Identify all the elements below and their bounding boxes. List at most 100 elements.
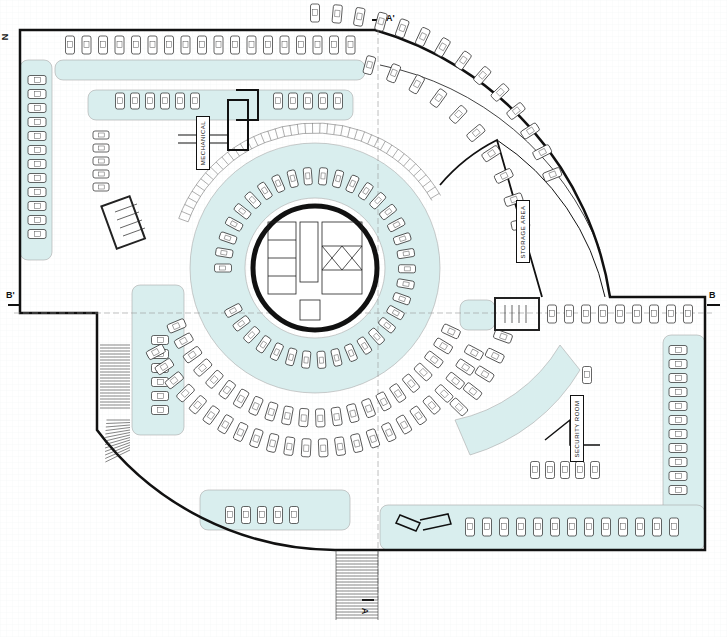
car-body bbox=[264, 36, 273, 54]
car-roof bbox=[261, 187, 268, 194]
car-roof bbox=[244, 512, 249, 518]
car-roof bbox=[220, 266, 226, 270]
step bbox=[336, 594, 378, 595]
car-roof bbox=[548, 467, 553, 473]
car-roof bbox=[652, 310, 657, 316]
car bbox=[602, 518, 611, 536]
car-roof bbox=[487, 150, 495, 158]
car-roof bbox=[233, 41, 238, 47]
car-body bbox=[243, 326, 261, 344]
car-body bbox=[218, 380, 236, 400]
car-body bbox=[116, 93, 125, 109]
car bbox=[346, 36, 355, 54]
car-roof bbox=[292, 512, 297, 518]
car bbox=[454, 50, 472, 70]
car-roof bbox=[366, 61, 372, 68]
car-body bbox=[466, 124, 486, 142]
car-body bbox=[483, 518, 492, 536]
car-roof bbox=[117, 41, 122, 47]
car-body bbox=[548, 305, 557, 323]
car-roof bbox=[675, 390, 681, 395]
room-wall bbox=[228, 90, 258, 150]
step bbox=[100, 387, 130, 388]
car bbox=[636, 518, 645, 536]
car bbox=[66, 36, 75, 54]
car bbox=[494, 168, 514, 184]
car bbox=[274, 507, 283, 524]
car-roof bbox=[393, 221, 400, 227]
step bbox=[100, 354, 130, 355]
car-body bbox=[287, 170, 299, 188]
car-body bbox=[463, 382, 483, 400]
car-body bbox=[616, 305, 625, 323]
car bbox=[247, 36, 256, 54]
car-body bbox=[330, 36, 339, 54]
car-roof bbox=[485, 523, 490, 529]
car-roof bbox=[601, 310, 606, 316]
car-body bbox=[152, 406, 169, 415]
car-roof bbox=[101, 41, 106, 47]
car bbox=[350, 433, 363, 453]
car-roof bbox=[321, 445, 326, 452]
car bbox=[202, 405, 220, 425]
car-body bbox=[493, 329, 513, 344]
car-roof bbox=[229, 308, 236, 314]
car bbox=[485, 348, 505, 364]
car-roof bbox=[675, 362, 681, 367]
car bbox=[233, 203, 251, 220]
car-roof bbox=[238, 320, 245, 327]
car-roof bbox=[373, 333, 380, 340]
step bbox=[336, 618, 378, 619]
car bbox=[93, 157, 109, 165]
car-body bbox=[299, 408, 309, 427]
car-body bbox=[198, 36, 207, 54]
car-body bbox=[193, 358, 212, 377]
car bbox=[248, 396, 263, 416]
car-body bbox=[264, 402, 278, 422]
car bbox=[379, 204, 397, 221]
car-body bbox=[334, 437, 345, 456]
step bbox=[336, 603, 378, 604]
car-roof bbox=[419, 33, 426, 41]
car-body bbox=[565, 305, 574, 323]
car bbox=[226, 507, 235, 524]
car-roof bbox=[407, 380, 415, 388]
car bbox=[152, 392, 169, 401]
car-roof bbox=[332, 41, 337, 47]
car-body bbox=[99, 36, 108, 54]
car-roof bbox=[672, 523, 677, 529]
car-body bbox=[449, 105, 468, 124]
car bbox=[633, 305, 642, 323]
car-roof bbox=[675, 446, 681, 451]
car bbox=[193, 358, 212, 377]
car bbox=[146, 93, 155, 109]
car-body bbox=[422, 395, 441, 415]
car-body bbox=[233, 203, 251, 220]
car-body bbox=[176, 93, 185, 109]
car-body bbox=[532, 144, 552, 160]
car-body bbox=[249, 428, 263, 448]
step bbox=[336, 573, 378, 574]
car bbox=[669, 346, 687, 355]
car-body bbox=[28, 104, 46, 113]
car-roof bbox=[399, 24, 406, 32]
car-body bbox=[356, 336, 372, 355]
car-roof bbox=[570, 523, 575, 529]
car-roof bbox=[472, 129, 480, 137]
step-edge bbox=[336, 550, 337, 620]
car-body bbox=[167, 318, 187, 333]
car-roof bbox=[675, 432, 681, 437]
car-roof bbox=[315, 41, 320, 47]
car-body bbox=[669, 472, 687, 481]
car bbox=[667, 305, 676, 323]
car bbox=[233, 389, 250, 409]
car-roof bbox=[193, 98, 198, 104]
car-roof bbox=[306, 98, 311, 104]
car-body bbox=[494, 168, 514, 184]
car-roof bbox=[239, 208, 246, 215]
car bbox=[506, 102, 526, 120]
step bbox=[107, 420, 130, 421]
car-roof bbox=[578, 467, 583, 473]
car-body bbox=[375, 391, 391, 411]
car-roof bbox=[336, 98, 341, 104]
